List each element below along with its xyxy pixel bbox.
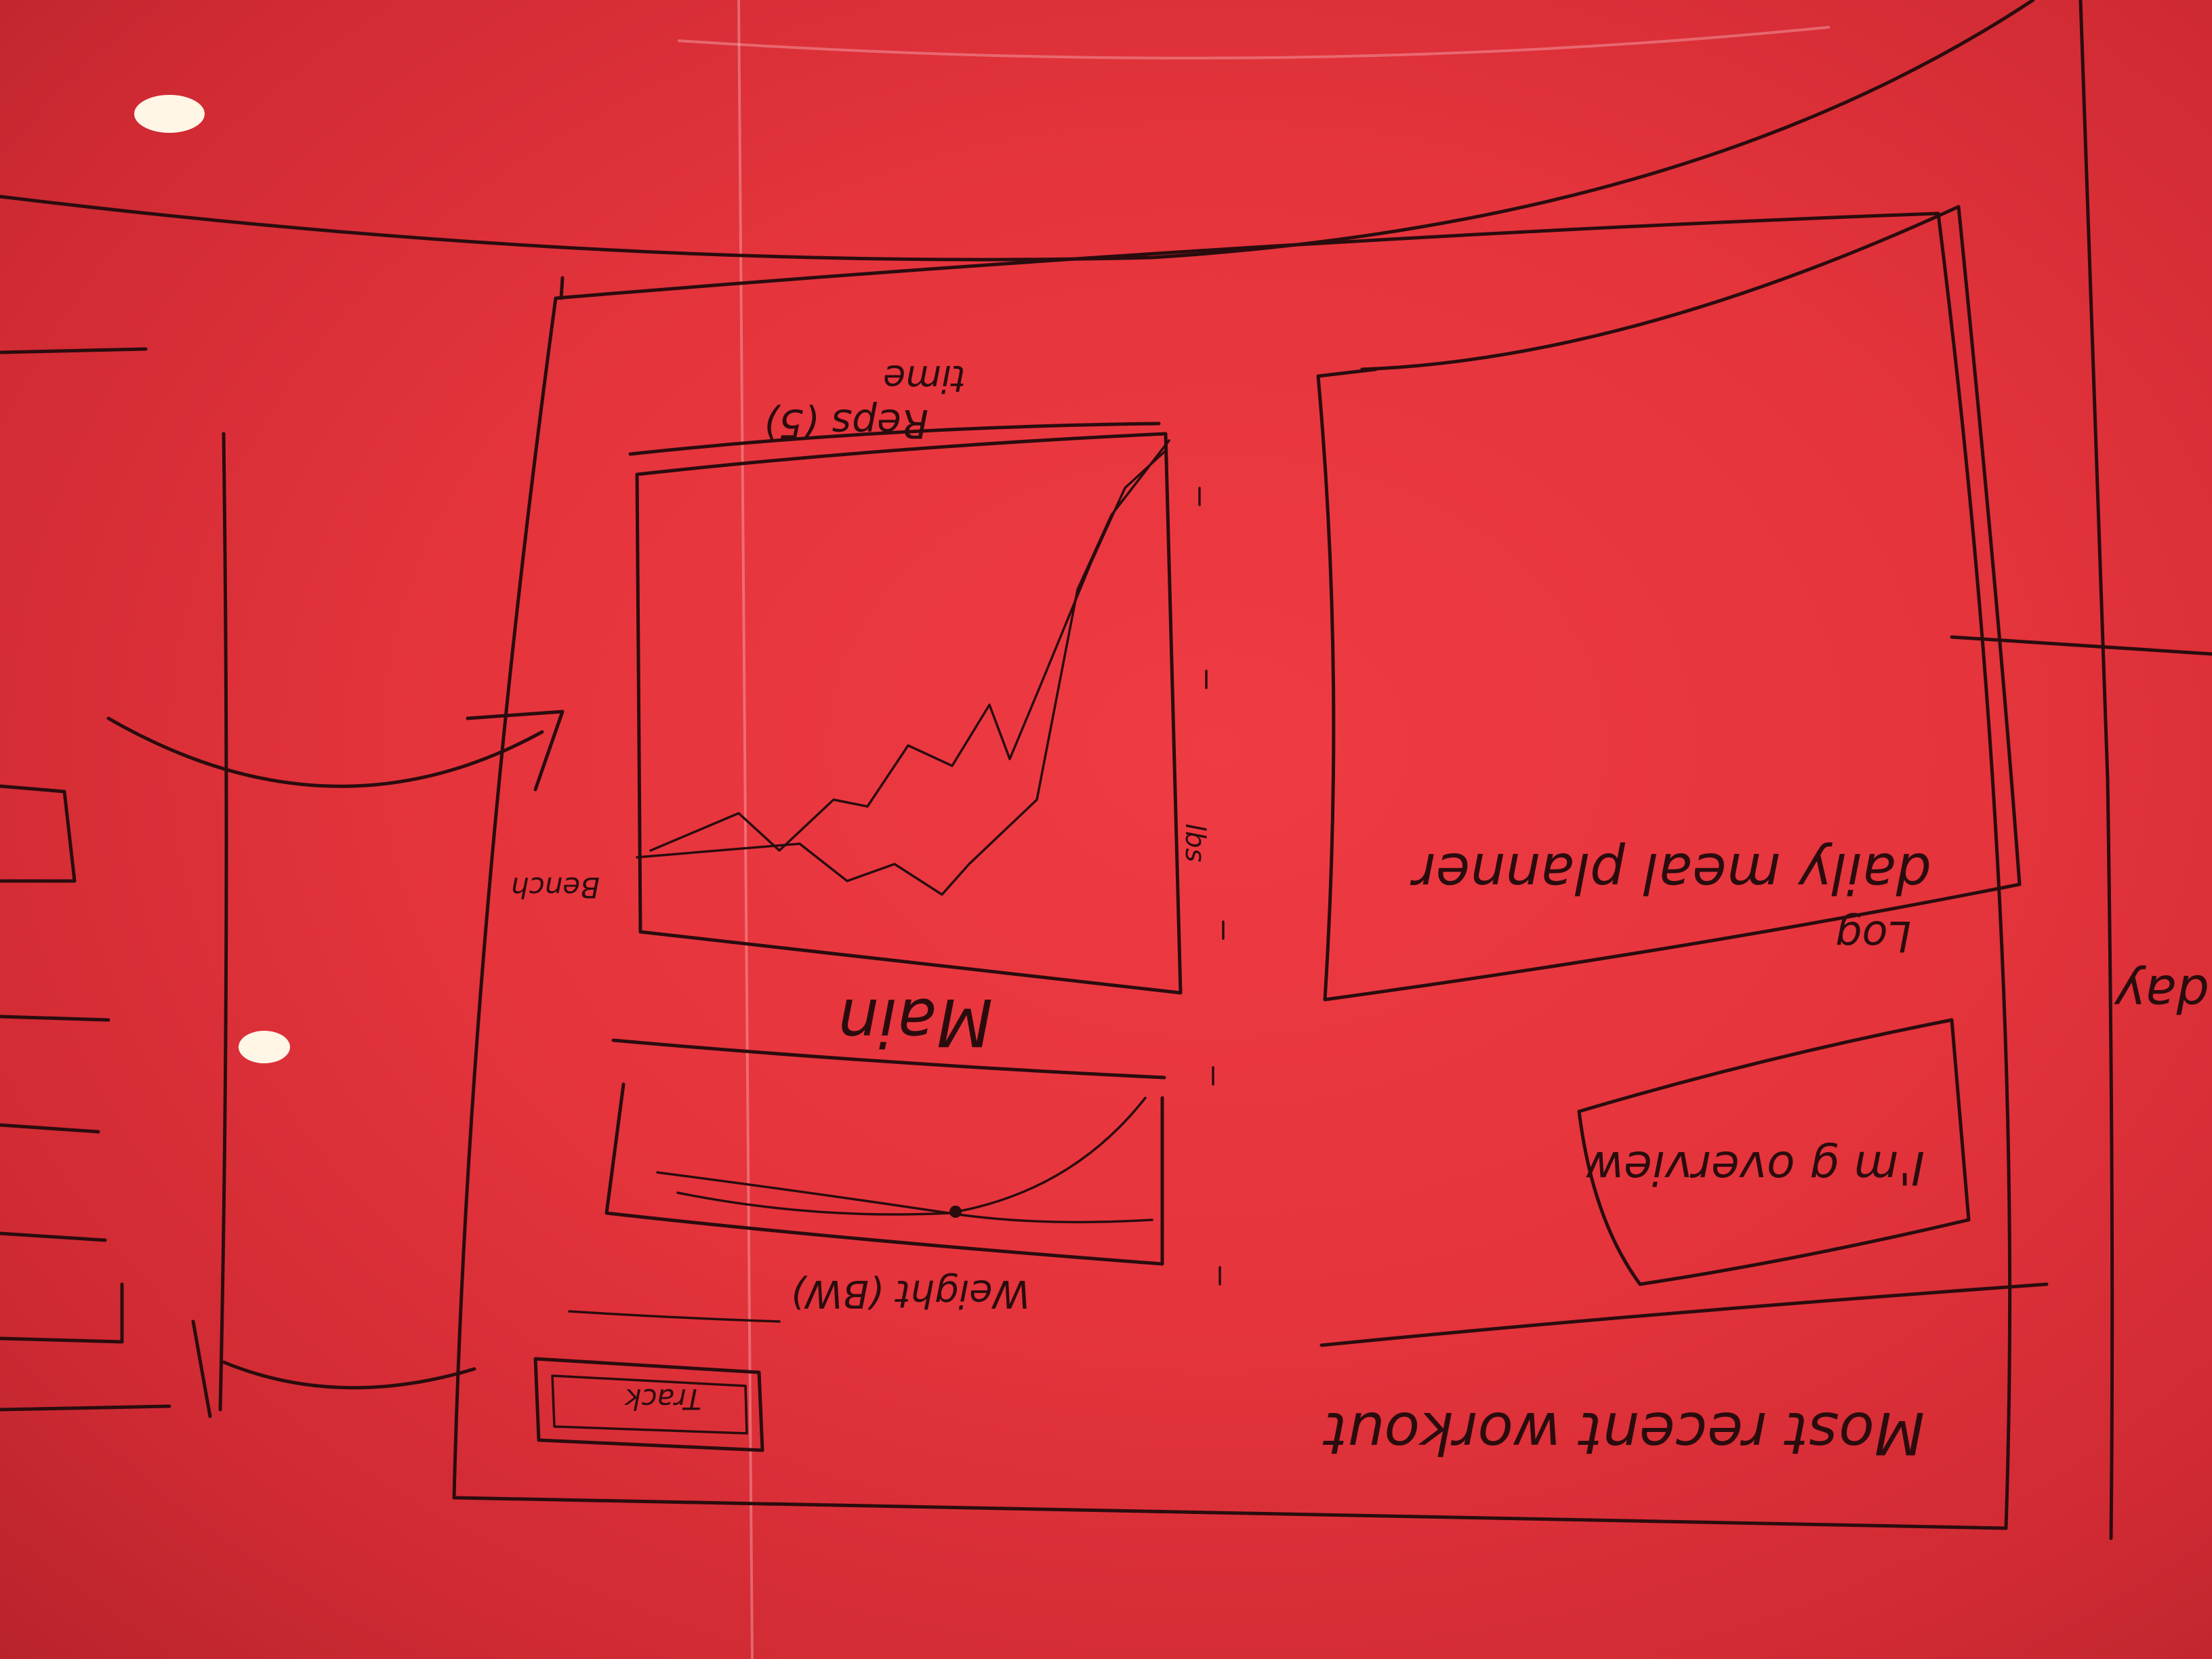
reflection-streak xyxy=(737,0,754,1659)
overview-box-sketch: I'm g overview xyxy=(1577,1018,1971,1286)
footer-label: Most recent workout xyxy=(1322,1399,1925,1467)
reflection-streak xyxy=(677,26,1830,60)
light-glare xyxy=(134,95,205,133)
chart-box xyxy=(635,432,1183,995)
meal-planner-label: daily meal planner xyxy=(1410,840,1931,905)
weight-chart-top-rule xyxy=(611,1038,1166,1080)
track-button-label: Track xyxy=(624,1382,701,1416)
intersection-dot xyxy=(949,1206,962,1218)
top-arc-line xyxy=(0,0,2035,262)
tick-marks xyxy=(1198,487,1225,1286)
weight-line-b xyxy=(676,1097,1147,1216)
reps-axis-label: Reps (5) xyxy=(763,401,928,447)
right-screen-fragment xyxy=(1950,0,2212,1540)
chart-top-rule xyxy=(628,422,1161,456)
overview-label: I'm g overview xyxy=(1586,1141,1925,1194)
chart-line-b xyxy=(649,449,1167,852)
weight-chart-box xyxy=(605,1082,1164,1266)
weight-line-a xyxy=(656,1171,1153,1224)
meal-planner-prefix: Log xyxy=(1835,912,1911,961)
footer-rule xyxy=(1319,1282,2049,1347)
light-glare xyxy=(239,1031,290,1063)
meal-planner-box-sketch: daily meal planner Log xyxy=(1316,205,2022,1002)
chart-name: Main xyxy=(838,984,993,1060)
time-axis-label: time xyxy=(883,357,966,400)
series-label: Bench xyxy=(511,871,600,904)
weight-chart-sketch: Weight (BW) xyxy=(568,1038,1166,1323)
main-chart-sketch: time Reps (5) Bench lbs Main xyxy=(511,357,1225,1286)
right-edge-fragment: day xyxy=(2114,964,2209,1024)
weight-chart-label: Weight (BW) xyxy=(790,1271,1030,1315)
track-button-sketch: Track xyxy=(533,1357,764,1452)
left-screen-fragment xyxy=(0,347,565,1418)
weight-chart-bottom-rule xyxy=(568,1310,781,1323)
dashboard-frame xyxy=(452,211,2012,1530)
y-axis-label: lbs xyxy=(1179,823,1210,862)
chart-line-a xyxy=(636,439,1170,896)
